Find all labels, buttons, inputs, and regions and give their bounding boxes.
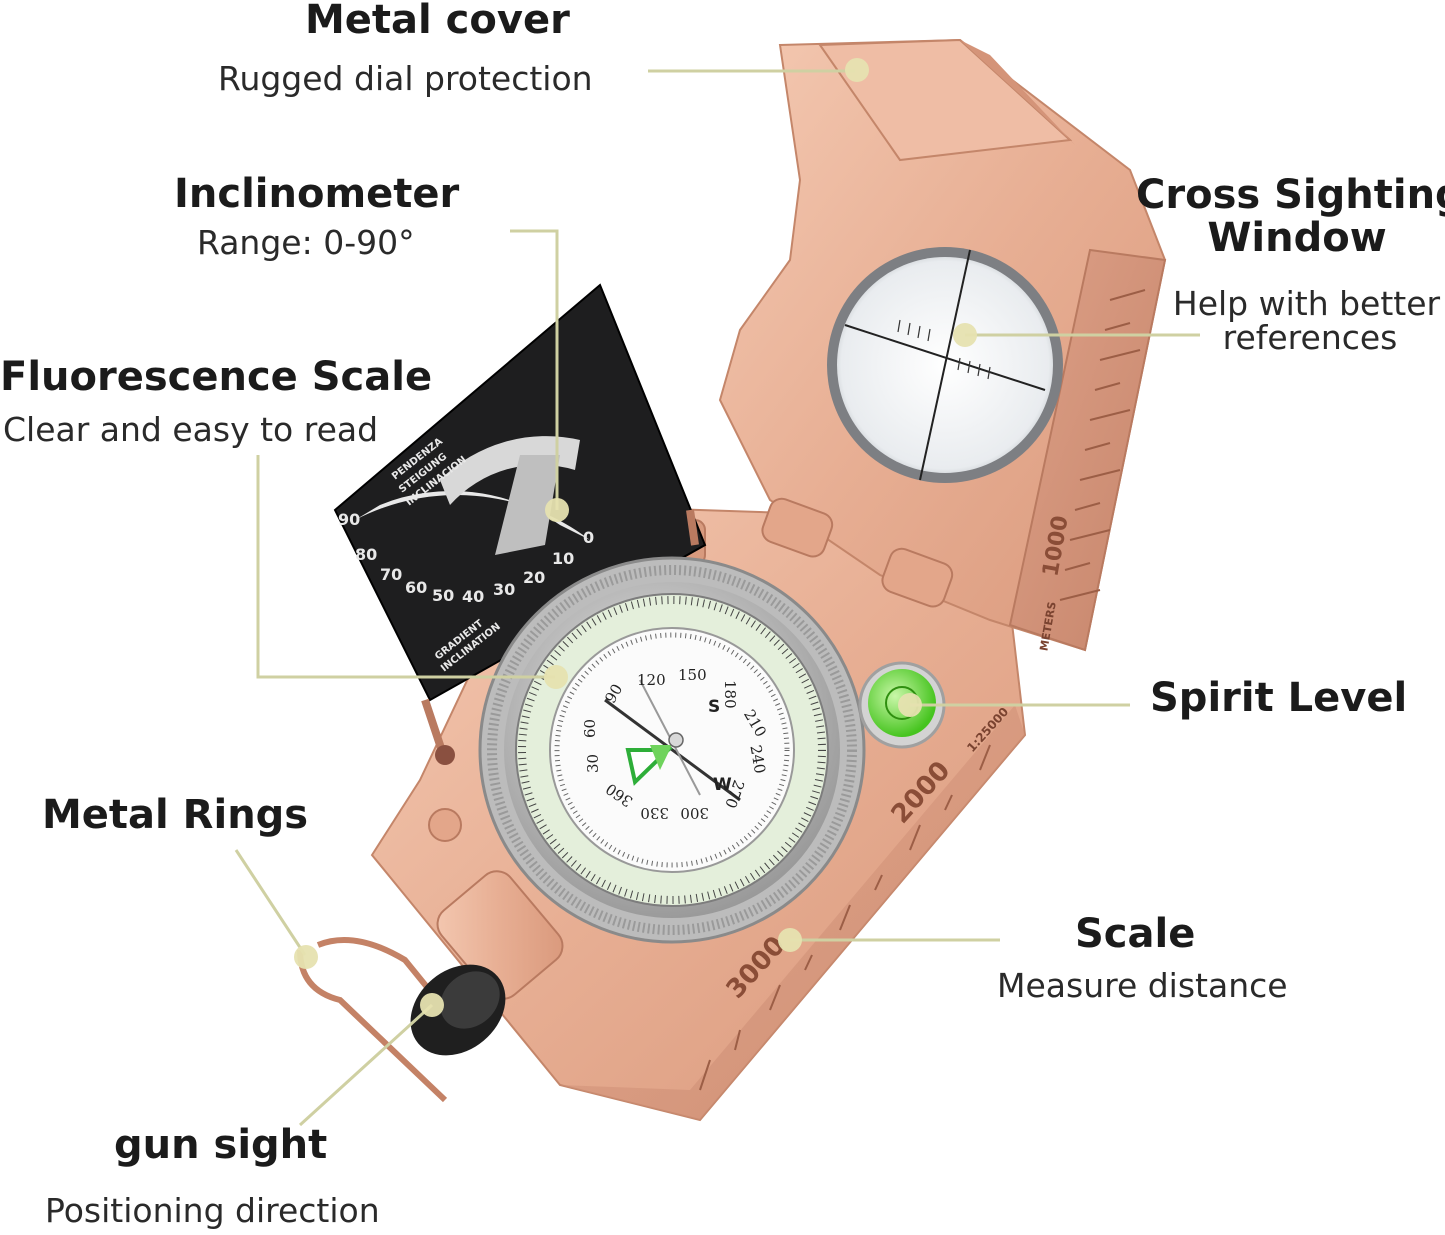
dial-240: 240 (746, 744, 769, 775)
dial-150: 150 (678, 666, 707, 684)
callout-dots (294, 58, 977, 1017)
fluorescence-dot (544, 665, 568, 689)
dial-120: 120 (637, 671, 666, 689)
clino-deg-20: 20 (523, 568, 545, 587)
gun-sight-assembly (297, 745, 564, 1103)
inclinometer-degree-labels: 90 80 70 60 50 40 30 20 10 0 (338, 510, 594, 606)
fluorescence-leader (256, 455, 555, 679)
gun-sight-title: gun sight (114, 1122, 328, 1168)
gun-sight-leader (298, 1003, 434, 1127)
gun-sight-dot (420, 993, 444, 1017)
dial-300: 300 (680, 804, 709, 822)
dial-30: 30 (584, 754, 602, 773)
clino-deg-40: 40 (462, 587, 484, 606)
inclinometer-leader (510, 229, 559, 510)
dial-330: 330 (640, 804, 669, 822)
metal-cover-dot (845, 58, 869, 82)
lid-ruler (1059, 289, 1146, 601)
callout-lines (234, 69, 1200, 1127)
sighting-window (827, 247, 1063, 483)
spirit-level-title: Spirit Level (1150, 675, 1408, 721)
dial-60: 60 (581, 719, 599, 738)
compass-dial (478, 556, 866, 944)
cross-sighting-title-line1: Cross Sighting (1136, 172, 1445, 218)
clino-deg-10: 10 (552, 549, 574, 568)
distance-scale-ruler (699, 744, 991, 1091)
fluorescence-scale-subtitle: Clear and easy to read (3, 410, 379, 449)
gun-sight-subtitle: Positioning direction (45, 1191, 380, 1230)
metal-rings-dot (294, 945, 318, 969)
clino-deg-80: 80 (355, 545, 377, 564)
dial-south: S (708, 697, 720, 717)
inclinometer-subtitle: Range: 0-90° (197, 223, 415, 262)
scale-subtitle: Measure distance (997, 966, 1288, 1005)
clino-deg-70: 70 (380, 565, 402, 584)
cross-sighting-subtitle-line1: Help with better (1172, 284, 1441, 323)
cross-sighting-title-line2: Window (1207, 215, 1387, 261)
metal-cover-subtitle: Rugged dial protection (218, 59, 593, 98)
inclinometer-title: Inclinometer (174, 171, 460, 217)
scale-title: Scale (1075, 911, 1196, 957)
clino-deg-90: 90 (338, 510, 360, 529)
cross-sighting-dot (953, 323, 977, 347)
fluorescence-scale-title: Fluorescence Scale (0, 354, 433, 400)
spirit-level-dot (898, 693, 922, 717)
dial-west: W (713, 775, 732, 795)
clino-deg-30: 30 (493, 580, 515, 599)
clino-deg-0: 0 (583, 528, 594, 547)
metal-rings-leader (234, 849, 307, 956)
dial-180: 180 (721, 680, 739, 709)
metal-cover-title: Metal cover (305, 0, 570, 43)
inclinometer-dot (545, 498, 569, 522)
clino-deg-60: 60 (405, 578, 427, 597)
cross-sighting-subtitle-line2: references (1222, 318, 1398, 357)
scale-dot (778, 928, 802, 952)
clino-deg-50: 50 (432, 586, 454, 605)
metal-rings-title: Metal Rings (42, 792, 309, 838)
